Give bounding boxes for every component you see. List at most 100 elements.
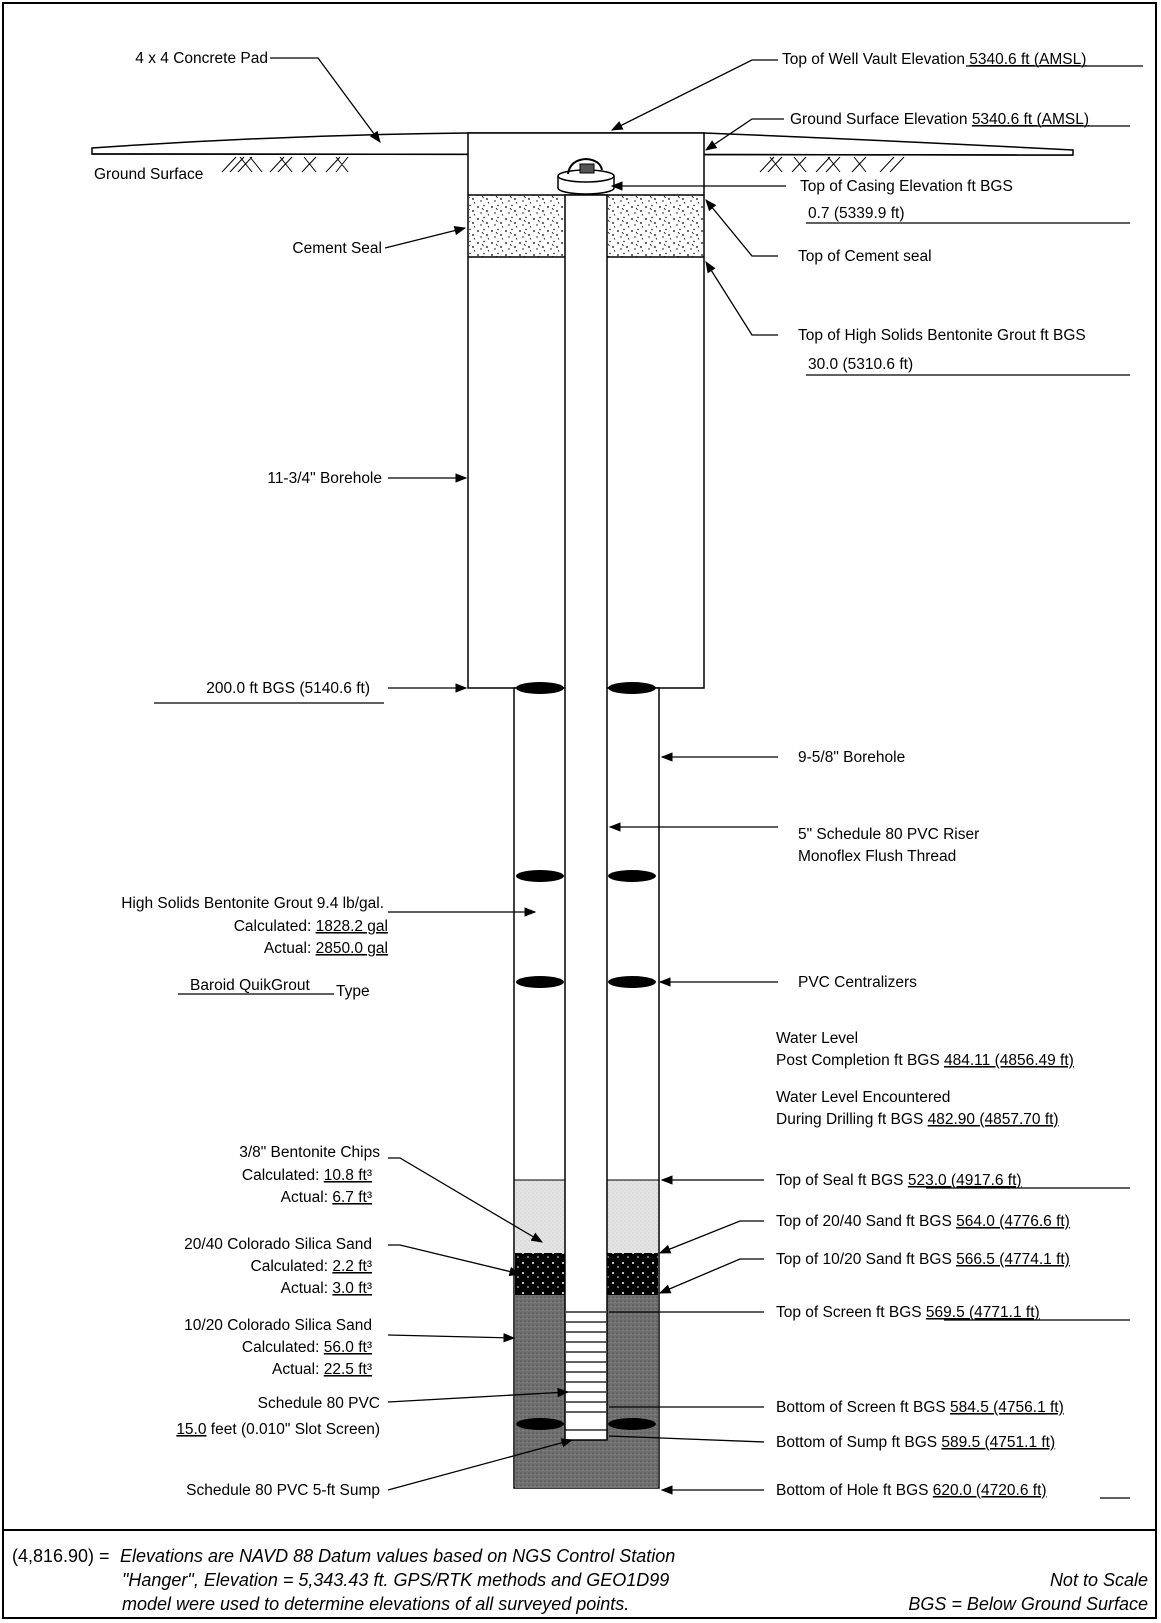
screen-len-label: feet (0.010" Slot Screen) [206,1421,380,1438]
screen-length: 15.0 feet (0.010" Slot Screen) [176,1421,380,1438]
footnote-line1: Elevations are NAVD 88 Datum values base… [120,1546,675,1566]
value-top-grout: 30.0 (5310.6 ft) [808,356,913,373]
chips-actual: Actual: 6.7 ft³ [281,1189,372,1206]
sand2040-actual-value: 3.0 ft³ [332,1280,372,1297]
grout-type-label: Type [336,983,370,1000]
label-sump: Schedule 80 PVC 5-ft Sump [186,1482,380,1499]
footnote-line2: "Hanger", Elevation = 5,343.43 ft. GPS/R… [122,1570,669,1590]
top-1020-label: Top of 10/20 Sand ft BGS [776,1251,956,1268]
centralizers [516,682,656,1430]
grout-calculated: Calculated: 1828.2 gal [234,918,388,935]
bot-hole-value: 620.0 (4720.6 ft) [933,1482,1047,1499]
top-seal-value: 523.0 (4917.6 ft) [908,1172,1022,1189]
sand1020-calculated: Calculated: 56.0 ft³ [242,1339,372,1356]
label-ground-surface: Ground Surface [94,166,203,183]
label-sch80: Schedule 80 PVC [258,1395,380,1412]
grout-type-value: Baroid QuikGrout [190,977,310,994]
footnote-line3: model were used to determine elevations … [122,1594,629,1614]
bottom-screen: Bottom of Screen ft BGS 584.5 (4756.1 ft… [776,1399,1064,1416]
chips-calc-value: 10.8 ft³ [324,1167,372,1184]
soil-hatch-right [759,156,905,173]
top-1020: Top of 10/20 Sand ft BGS 566.5 (4774.1 f… [776,1251,1070,1268]
label-borehole-958: 9-5/8" Borehole [798,749,905,766]
leader-lines [270,57,786,1495]
gse-value: 5340.6 ft (AMSL) [972,111,1089,128]
label-wl-drill-line1: Water Level Encountered [776,1089,950,1106]
grout-calc-value: 1828.2 gal [316,918,388,935]
vault-elevation: Top of Well Vault Elevation 5340.6 ft (A… [782,51,1086,68]
sand1020-actual: Actual: 22.5 ft³ [272,1361,372,1378]
footnote-scale: Not to Scale [1050,1570,1148,1590]
top-seal-label: Top of Seal ft BGS [776,1172,908,1189]
pvc-casing [557,157,615,1441]
label-top-cement: Top of Cement seal [798,248,932,265]
bottom-hole: Bottom of Hole ft BGS 620.0 (4720.6 ft) [776,1482,1047,1499]
top-2040: Top of 20/40 Sand ft BGS 564.0 (4776.6 f… [776,1213,1070,1230]
grout-calc-label: Calculated: [234,918,316,935]
top-2040-value: 564.0 (4776.6 ft) [956,1213,1070,1230]
wl-drill-label: During Drilling ft BGS [776,1111,928,1128]
label-concrete-pad: 4 x 4 Concrete Pad [135,50,268,67]
top-2040-label: Top of 20/40 Sand ft BGS [776,1213,956,1230]
label-riser-line1: 5" Schedule 80 PVC Riser [798,826,979,843]
gse-label: Ground Surface Elevation [790,111,972,128]
label-riser-line2: Monoflex Flush Thread [798,848,956,865]
top-1020-value: 566.5 (4774.1 ft) [956,1251,1070,1268]
top-seal: Top of Seal ft BGS 523.0 (4917.6 ft) [776,1172,1022,1189]
sand2040-calc-label: Calculated: [251,1258,333,1275]
bot-screen-label: Bottom of Screen ft BGS [776,1399,950,1416]
wl-post: Post Completion ft BGS 484.11 (4856.49 f… [776,1052,1074,1069]
label-borehole-11: 11-3/4" Borehole [267,470,382,487]
sand1020-actual-value: 22.5 ft³ [324,1361,372,1378]
label-sand2040-title: 20/40 Colorado Silica Sand [184,1236,372,1253]
bot-sump-label: Bottom of Sump ft BGS [776,1434,941,1451]
sand1020-calc-value: 56.0 ft³ [324,1339,372,1356]
top-screen: Top of Screen ft BGS 569.5 (4771.1 ft) [776,1304,1040,1321]
label-centralizers: PVC Centralizers [798,974,917,991]
top-screen-value: 569.5 (4771.1 ft) [926,1304,1040,1321]
bot-hole-label: Bottom of Hole ft BGS [776,1482,933,1499]
wl-post-label: Post Completion ft BGS [776,1052,944,1069]
vault-value: 5340.6 ft (AMSL) [969,51,1086,68]
bottom-sump: Bottom of Sump ft BGS 589.5 (4751.1 ft) [776,1434,1055,1451]
screen-len-value: 15.0 [176,1421,207,1438]
sand1020-actual-label: Actual: [272,1361,324,1378]
footnote-example: (4,816.90) = [12,1546,110,1566]
slot-screen [566,1311,606,1413]
sand2040-calculated: Calculated: 2.2 ft³ [251,1258,373,1275]
sand2040-actual: Actual: 3.0 ft³ [281,1280,372,1297]
wl-drill: During Drilling ft BGS 482.90 (4857.70 f… [776,1111,1059,1128]
chips-actual-label: Actual: [281,1189,333,1206]
sand2040-actual-label: Actual: [281,1280,333,1297]
footnote-bgs: BGS = Below Ground Surface [908,1594,1148,1614]
sand1020-calc-label: Calculated: [242,1339,324,1356]
label-grout-title: High Solids Bentonite Grout 9.4 lb/gal. [121,895,384,912]
wl-post-value: 484.11 (4856.49 ft) [944,1052,1074,1069]
ground-surface-elevation: Ground Surface Elevation 5340.6 ft (AMSL… [790,111,1089,128]
bot-screen-value: 584.5 (4756.1 ft) [950,1399,1064,1416]
chips-actual-value: 6.7 ft³ [332,1189,372,1206]
wl-drill-value: 482.90 (4857.70 ft) [928,1111,1059,1128]
value-toc: 0.7 (5339.9 ft) [808,205,905,222]
grout-actual-value: 2850.0 gal [316,940,388,957]
label-wl-post-line1: Water Level [776,1030,858,1047]
chips-calculated: Calculated: 10.8 ft³ [242,1167,372,1184]
soil-hatch-left [221,156,349,173]
label-sand1020-title: 10/20 Colorado Silica Sand [184,1317,372,1334]
label-depth-200: 200.0 ft BGS (5140.6 ft) [206,680,370,697]
cement-seal-left [469,195,565,257]
label-top-grout: Top of High Solids Bentonite Grout ft BG… [798,327,1086,344]
cement-seal-right [607,195,703,257]
label-cement-seal: Cement Seal [292,240,382,257]
casing-cap [557,157,615,195]
vault-label: Top of Well Vault Elevation [782,51,969,68]
label-chips-title: 3/8" Bentonite Chips [239,1144,380,1161]
grout-actual: Actual: 2850.0 gal [264,940,388,957]
chips-calc-label: Calculated: [242,1167,324,1184]
label-toc: Top of Casing Elevation ft BGS [800,178,1013,195]
grout-actual-label: Actual: [264,940,316,957]
sand2040-calc-value: 2.2 ft³ [332,1258,372,1275]
bot-sump-value: 589.5 (4751.1 ft) [941,1434,1055,1451]
